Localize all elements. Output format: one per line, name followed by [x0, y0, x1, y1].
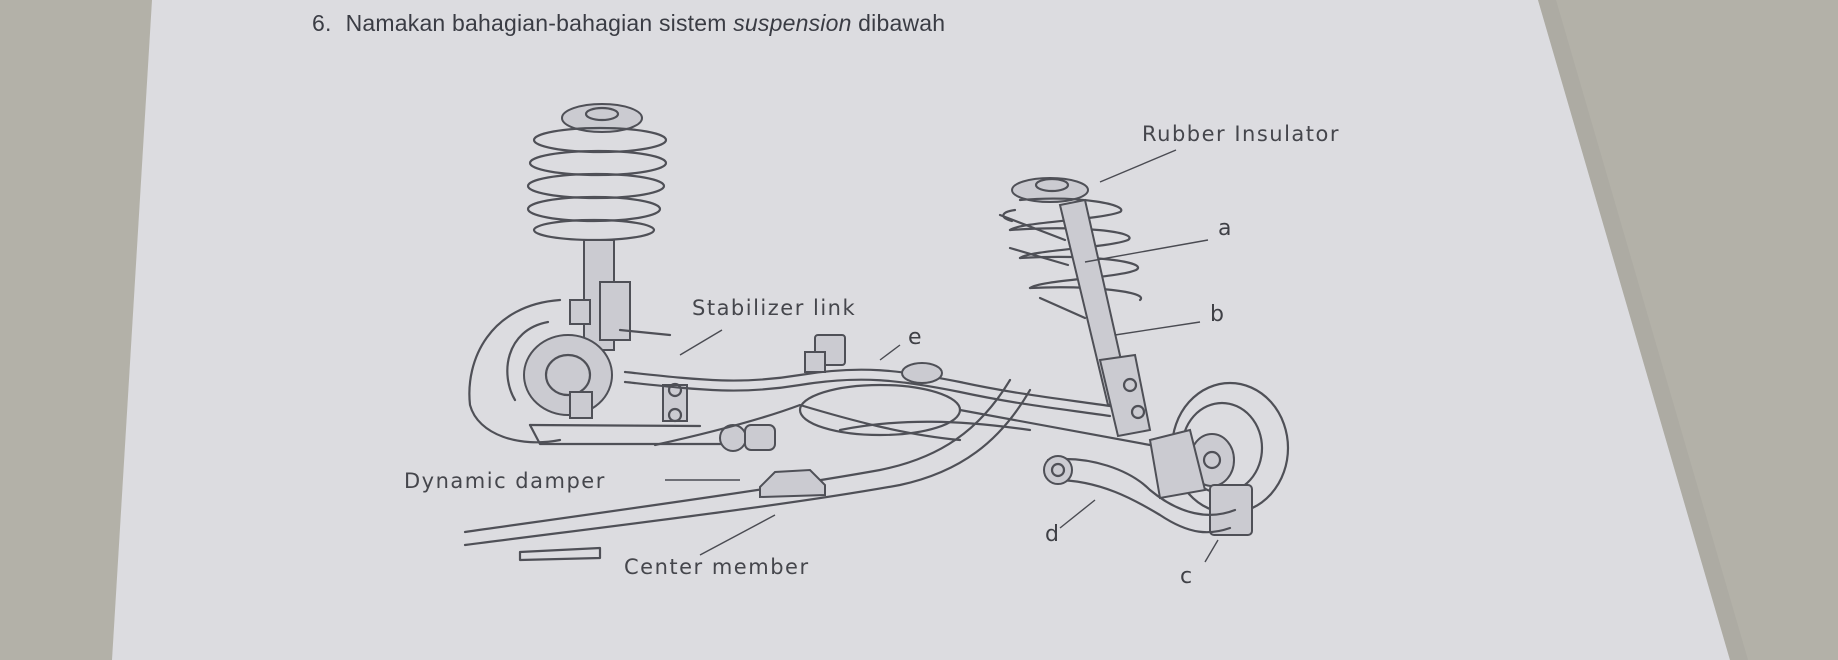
blank-label-e: e [908, 325, 922, 350]
label-center-member: Center member [624, 555, 810, 579]
left-suspension-drawing [468, 103, 776, 452]
paper-shadow-right [1538, 0, 1748, 660]
blank-label-b: b [1210, 302, 1224, 327]
stabilizer-bar [623, 334, 1112, 418]
right-suspension-drawing [958, 177, 1290, 536]
label-dynamic-damper: Dynamic damper [404, 469, 606, 493]
paper-sheet [112, 0, 1730, 660]
center-member-drawing [463, 378, 1032, 562]
question-text-after: dibawah [851, 10, 946, 36]
leader-lines [665, 149, 1219, 563]
blank-label-a: a [1218, 216, 1232, 241]
label-rubber-insulator: Rubber Insulator [1142, 122, 1341, 146]
question-text-italic: suspension [733, 10, 852, 36]
question-text: 6. Namakan bahagian-bahagian sistem suspe… [312, 10, 945, 37]
blank-label-d: d [1045, 522, 1059, 547]
blank-label-c: c [1180, 564, 1193, 589]
question-text-before: Namakan bahagian-bahagian sistem [345, 10, 734, 36]
question-number: 6. [312, 10, 332, 36]
label-stabilizer-link: Stabilizer link [692, 296, 857, 320]
